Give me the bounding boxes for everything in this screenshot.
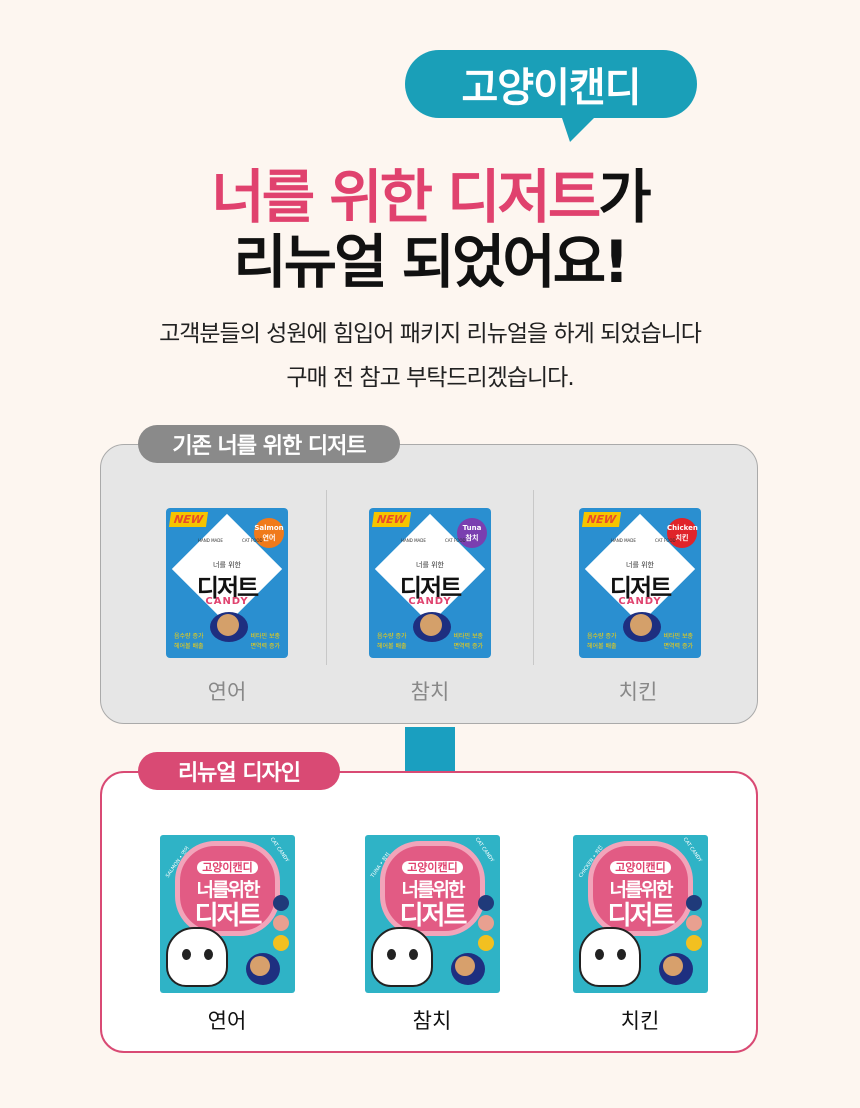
feature: 비타민 보충	[453, 633, 483, 640]
badge-icon	[273, 935, 289, 951]
flavor-ko: 연어	[262, 534, 276, 542]
feature: 헤어볼 배출	[174, 643, 204, 650]
pack-line-2: 디저트	[399, 901, 468, 931]
flavor-en: Tuna	[462, 524, 482, 532]
renewal-package-image: TUNA • 참치 CAT CANDY 고양이캔디 너를위한 디저트	[365, 835, 500, 993]
pack-line-2: 디저트	[607, 901, 676, 931]
cat-food-text: CAT FOOD	[655, 538, 676, 543]
subtitle-line-1: 고객분들의 성원에 힘입어 패키지 리뉴얼을 하게 되었습니다	[159, 321, 702, 347]
hand-made-text: HAND MADE	[401, 538, 426, 543]
headline-rest: 가	[598, 163, 651, 231]
pack-line-1: 너를위한	[196, 879, 261, 901]
badge-icon	[478, 935, 494, 951]
hand-made-text: HAND MADE	[198, 538, 223, 543]
pack-tagline: 너를 위한	[626, 561, 654, 569]
new-badge: NEW	[168, 512, 208, 527]
down-arrow-icon	[405, 727, 455, 777]
pack-line-1: 너를위한	[401, 879, 466, 901]
renewal-package-image: SALMON • 연어 CAT CANDY 고양이캔디 너를위한 디저트	[160, 835, 295, 993]
flavor-en: Chicken	[667, 524, 698, 532]
candy-image	[451, 953, 485, 985]
candy-image	[246, 953, 280, 985]
speech-bubble-tail	[560, 112, 600, 142]
hand-made-text: HAND MADE	[611, 538, 636, 543]
new-badge: NEW	[371, 512, 411, 527]
feature: 면역력 증가	[453, 643, 483, 650]
badge-icon	[686, 935, 702, 951]
pack-name: 디저트	[196, 574, 259, 602]
renewal-flavor-label: 치킨	[620, 1009, 660, 1033]
old-flavor-label: 참치	[410, 680, 450, 704]
flavor-badge: Chicken 치킨	[667, 518, 698, 548]
candy-image	[413, 612, 451, 642]
pack-brand: 고양이캔디	[402, 861, 463, 874]
badge-icon	[273, 895, 289, 911]
cat-food-text: CAT FOOD	[445, 538, 466, 543]
cat-illustration	[371, 927, 433, 987]
pack-name: 디저트	[609, 574, 672, 602]
pack-candy: CANDY	[205, 596, 249, 607]
badge-icon	[478, 915, 494, 931]
renewal-flavor-label: 참치	[412, 1009, 452, 1033]
old-design-label: 기존 너를 위한 디저트	[138, 425, 400, 463]
old-package-image: NEW Chicken 치킨 HAND MADE CAT FOOD 너를 위한 디…	[579, 508, 701, 658]
flavor-badge: Tuna 참치	[457, 518, 487, 548]
feature: 비타민 보충	[663, 633, 693, 640]
headline-line-2: 리뉴얼 되었어요!	[233, 228, 629, 296]
feature: 헤어볼 배출	[587, 643, 617, 650]
pack-tagline: 너를 위한	[213, 561, 241, 569]
divider	[326, 490, 327, 665]
flavor-ko: 치킨	[675, 534, 689, 542]
cat-illustration	[166, 927, 228, 987]
flavor-badge: Salmon 연어	[254, 518, 284, 548]
feature: 헤어볼 배출	[377, 643, 407, 650]
flavor-en: Salmon	[254, 524, 284, 532]
cat-illustration	[579, 927, 641, 987]
candy-image	[623, 612, 661, 642]
feature: 음수량 증가	[377, 633, 407, 640]
feature: 비타민 보충	[250, 633, 280, 640]
headline-line-1: 너를 위한 디저트가	[0, 150, 860, 234]
cat-food-text: CAT FOOD	[242, 538, 263, 543]
old-package-image: NEW Salmon 연어 HAND MADE CAT FOOD 너를 위한 디저…	[166, 508, 288, 658]
feature: 면역력 증가	[663, 643, 693, 650]
badge-icon	[478, 895, 494, 911]
pack-candy: CANDY	[618, 596, 662, 607]
headline-highlight: 너를 위한 디저트	[211, 163, 601, 231]
new-badge: NEW	[581, 512, 621, 527]
pack-line-1: 너를위한	[609, 879, 674, 901]
badge-icon	[686, 895, 702, 911]
candy-image	[210, 612, 248, 642]
old-flavor-label: 치킨	[618, 680, 658, 704]
feature: 음수량 증가	[587, 633, 617, 640]
feature: 음수량 증가	[174, 633, 204, 640]
pack-candy: CANDY	[408, 596, 452, 607]
divider	[533, 490, 534, 665]
subtitle-line-2: 구매 전 참고 부탁드리겠습니다.	[286, 365, 574, 391]
candy-image	[659, 953, 693, 985]
badge-icon	[273, 915, 289, 931]
flavor-ko: 참치	[465, 534, 479, 542]
brand-speech-bubble: 고양이캔디	[405, 50, 697, 118]
renewal-package-image: CHICKEN • 치킨 CAT CANDY 고양이캔디 너를위한 디저트	[573, 835, 708, 993]
pack-brand: 고양이캔디	[610, 861, 671, 874]
pack-name: 디저트	[399, 574, 462, 602]
renewal-flavor-label: 연어	[207, 1009, 247, 1033]
renewal-design-label: 리뉴얼 디자인	[138, 752, 340, 790]
pack-brand: 고양이캔디	[197, 861, 258, 874]
feature: 면역력 증가	[250, 643, 280, 650]
old-flavor-label: 연어	[207, 680, 247, 704]
badge-icon	[686, 915, 702, 931]
pack-tagline: 너를 위한	[416, 561, 444, 569]
pack-line-2: 디저트	[194, 901, 263, 931]
